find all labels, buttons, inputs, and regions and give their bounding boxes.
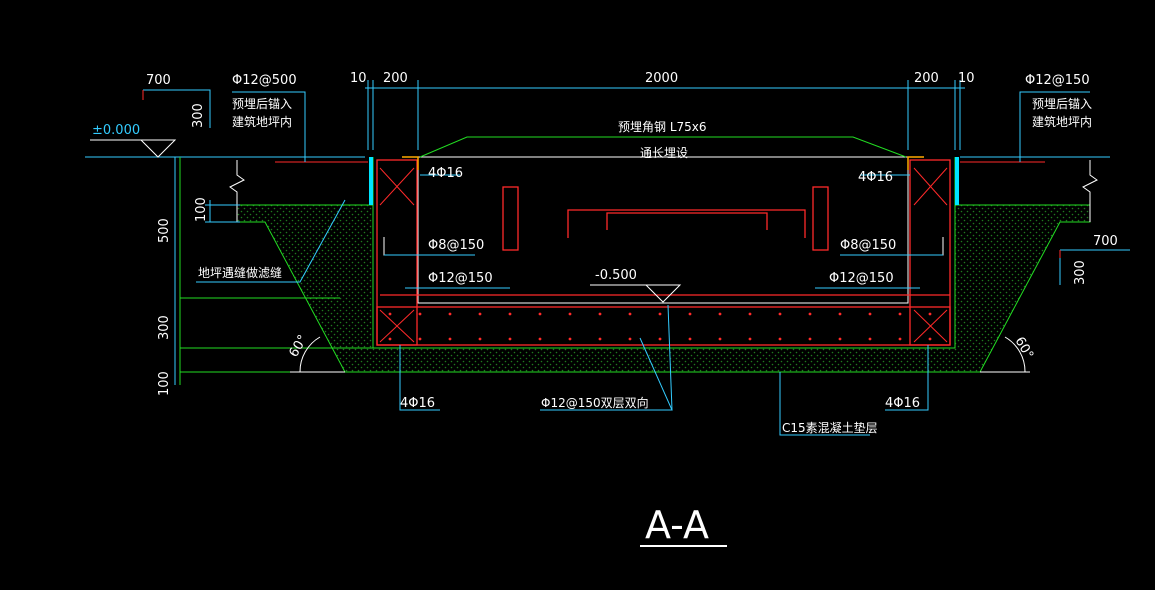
rebar-dot — [478, 312, 482, 316]
rebar-dot — [808, 312, 812, 316]
dim-wall-right: 200 — [914, 71, 939, 86]
dim-left-300: 300 — [157, 315, 172, 340]
corner-bars-top-left: 4Φ16 — [428, 166, 463, 181]
elevation-pit-bottom: -0.500 — [595, 268, 637, 283]
rebar-dot — [718, 312, 722, 316]
dim-top-left-300: 300 — [191, 103, 206, 128]
dim-wall-left: 200 — [383, 71, 408, 86]
dimension-lines — [143, 80, 1130, 385]
anchor-right-note1: 预埋后锚入 — [1032, 96, 1092, 111]
rebar-dot — [508, 337, 512, 341]
stirrup-left: Φ8@150 — [428, 238, 484, 253]
rebar-dot — [508, 312, 512, 316]
rebar-dot — [658, 337, 662, 341]
angle-steel-label: 预埋角钢 L75x6 — [618, 120, 707, 134]
rebar-dot — [838, 312, 842, 316]
elevation-ground: ±0.000 — [92, 123, 140, 138]
rebar-dot — [898, 337, 902, 341]
rebar-dot — [658, 312, 662, 316]
corner-bars-bottom-right: 4Φ16 — [885, 396, 920, 411]
rebar-dot — [748, 312, 752, 316]
corner-bars-top-right: 4Φ16 — [858, 170, 893, 185]
slab-bar-label: Φ12@150双层双向 — [541, 395, 649, 410]
anchor-right-note2: 建筑地坪内 — [1032, 114, 1092, 129]
corner-bar-crosses — [379, 167, 948, 343]
cushion-layer — [236, 204, 1091, 373]
wall-bar-left: Φ12@150 — [428, 271, 493, 286]
dim-wall-gap-right: 10 — [958, 71, 975, 86]
anchor-left-note2: 建筑地坪内 — [232, 114, 292, 129]
dim-right-700: 700 — [1093, 234, 1118, 249]
cushion-label: C15素混凝土垫层 — [782, 420, 878, 435]
joint-label: 地坪遇缝做滤缝 — [198, 265, 282, 280]
corner-bars-bottom-left: 4Φ16 — [400, 396, 435, 411]
rebar-dot — [688, 337, 692, 341]
rebar-dot — [538, 337, 542, 341]
section-title: A-A — [645, 503, 709, 547]
break-symbols — [229, 160, 1098, 222]
angle-left-60: 60° — [286, 333, 311, 360]
dim-wall-gap-left: 10 — [350, 71, 367, 86]
anchor-right-spec: Φ12@150 — [1025, 73, 1090, 88]
rebar-dot — [568, 337, 572, 341]
dimension-red-ticks — [142, 90, 1061, 258]
anchor-left-note1: 预埋后锚入 — [232, 96, 292, 111]
elevation-marks — [90, 139, 682, 303]
angle-arcs — [290, 336, 1030, 373]
wall-bar-right: Φ12@150 — [829, 271, 894, 286]
dim-left-100-lower: 100 — [157, 371, 172, 396]
concrete-outline — [417, 156, 909, 304]
dim-top-left-700: 700 — [146, 73, 171, 88]
rebar-dot — [388, 337, 392, 341]
rebar-dot — [928, 312, 932, 316]
rebar-dot — [568, 312, 572, 316]
slab-rebar-dots — [388, 312, 932, 341]
rebar-dot — [748, 337, 752, 341]
dim-left-500: 500 — [157, 218, 172, 243]
angle-steel-leader — [419, 136, 907, 158]
embedded-plates — [369, 157, 959, 205]
rebar-dot — [868, 312, 872, 316]
anchor-left-spec: Φ12@500 — [232, 73, 297, 88]
rebar-dot — [778, 312, 782, 316]
rebar-dot — [418, 312, 422, 316]
angle-steel — [402, 156, 924, 170]
rebar-dot — [598, 337, 602, 341]
rebar-dot — [928, 337, 932, 341]
leader-lines — [196, 91, 1090, 436]
dim-right-300: 300 — [1073, 260, 1088, 285]
rebar-dot — [628, 337, 632, 341]
rebar-dot — [628, 312, 632, 316]
rebar-dot — [538, 312, 542, 316]
dim-inner-width: 2000 — [645, 71, 678, 86]
rebar-dot — [898, 312, 902, 316]
angle-steel-label-2: 通长埋设 — [640, 146, 688, 160]
rebar-dot — [808, 337, 812, 341]
rebar-dot — [868, 337, 872, 341]
rebar-dot — [448, 312, 452, 316]
rebar-dot — [838, 337, 842, 341]
rebar — [376, 159, 951, 346]
dim-left-100-upper: 100 — [194, 197, 209, 222]
rebar-dot — [778, 337, 782, 341]
rebar-dot — [388, 312, 392, 316]
rebar-dot — [418, 337, 422, 341]
rebar-dot — [598, 312, 602, 316]
rebar-dot — [718, 337, 722, 341]
rebar-dot — [688, 312, 692, 316]
stirrup-right: Φ8@150 — [840, 238, 896, 253]
rebar-dot — [448, 337, 452, 341]
rebar-dot — [478, 337, 482, 341]
angle-right-60: 60° — [1012, 335, 1037, 362]
